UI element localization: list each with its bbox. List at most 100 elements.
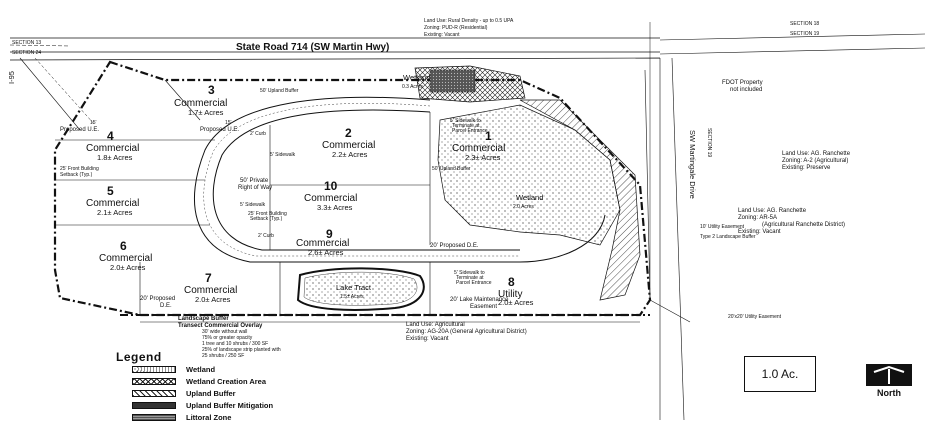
lot-1: 1 Commercial 2.3± Acres (452, 129, 505, 162)
section-19-label: SECTION 19 (790, 31, 819, 37)
sidewalk-d2: Terminate at (456, 275, 484, 281)
svg-text:Landscape Buffer: Landscape Buffer (178, 316, 229, 322)
svg-text:30' wide without wall: 30' wide without wall (202, 329, 247, 335)
type2-buffer: Type 2 Landscape Buffer (700, 234, 756, 240)
setback-inner: 25' Front Building (248, 211, 287, 217)
wetland-top-name: Wetland (403, 73, 430, 82)
wetland-creation-swatch (132, 377, 176, 385)
svg-text:Zoning: PUD-R (Residentia: Zoning: PUD-R (Residential) (424, 25, 488, 31)
lot-1-acres: 2.3± Acres (465, 153, 501, 162)
section-24-label: SECTION 24 (12, 50, 41, 56)
lot-1-number: 1 (485, 129, 492, 143)
north-arrow: North (866, 364, 916, 398)
wetland-main-area (437, 104, 621, 246)
upland-buffer-note-mid: 50' Upland Buffer (432, 166, 471, 172)
lake-name: Lake Tract (336, 283, 372, 292)
upland-buffer-band (519, 99, 641, 301)
section-13-label: SECTION 13 (12, 40, 41, 46)
sidewalk-d: 5' Sidewalk to (454, 270, 485, 276)
north-arrow-icon (866, 364, 912, 386)
svg-text:75% or greater opacity: 75% or greater opacity (202, 335, 253, 341)
lot-1-use: Commercial (452, 143, 505, 154)
lot-3-use: Commercial (174, 98, 227, 109)
lot-5: 5 Commercial 2.1± Acres (86, 184, 139, 217)
lot-8: 8 Utility 2.0± Acres (498, 275, 534, 307)
lot-4-number: 4 (107, 129, 114, 143)
lake-maint-note: 20' Lake Maintenance (450, 297, 509, 303)
land-use-right-2: Land Use: AG. Ranchette Zoning: AR-5A (A… (738, 208, 845, 235)
lot-7-number: 7 (205, 271, 212, 285)
lot-9: 9 Commercial 2.6± Acres (296, 227, 349, 257)
lot-8-acres: 2.0± Acres (498, 298, 534, 307)
lot-3-number: 3 (208, 83, 215, 97)
wetland-main-name: Wetland (516, 193, 543, 202)
lot-7-acres: 2.0± Acres (195, 295, 231, 304)
ring-road-outer (194, 96, 606, 263)
legend-title: Legend (116, 350, 162, 364)
setback-inner-2: Setback (Typ.) (250, 216, 283, 222)
svg-text:Land Use: Rural Density - up: Land Use: Rural Density - up to 0.5 UPA (424, 18, 514, 24)
lot-10: 10 Commercial 3.3± Acres (304, 179, 357, 212)
land-use-bottom: Land Use: Agricultural Zoning: AG-20A (G… (406, 322, 527, 342)
lot-10-acres: 3.3± Acres (317, 203, 353, 212)
ue-top-width: 15' (225, 120, 232, 126)
svg-text:Zoning: AR-5A: Zoning: AR-5A (738, 215, 777, 221)
lot-2-use: Commercial (322, 140, 375, 151)
wetland-swatch (132, 365, 176, 373)
legend-item-wetland-creation: Wetland Creation Area (132, 376, 266, 386)
drive-label: SW Martingale Drive (688, 130, 697, 199)
wetland-main-acres: 2.0 Acres (513, 204, 534, 210)
utility-easement-10: 10' Utility Easement (700, 224, 745, 230)
setback-left: 25' Front Building (60, 166, 99, 172)
lot-8-use: Utility (498, 289, 522, 300)
landscape-buffer-note: Landscape Buffer Transect Commercial Ove… (178, 316, 281, 359)
lot-9-number: 9 (326, 227, 333, 241)
lot-4-use: Commercial (86, 143, 139, 154)
lot-5-use: Commercial (86, 198, 139, 209)
svg-text:25% of landscape strip planted: 25% of landscape strip planted with (202, 347, 281, 353)
lot-2-number: 2 (345, 126, 352, 140)
svg-text:Land Use: AG. Ranchette: Land Use: AG. Ranchette (782, 151, 851, 157)
upland-buffer-note-top: 50' Upland Buffer (260, 88, 299, 94)
lot-7-use: Commercial (184, 285, 237, 296)
lot-8-number: 8 (508, 275, 515, 289)
legend: Legend Wetland Wetland Creation Area Upl… (116, 350, 346, 428)
wetland-top-acres: 0.3 Acres (402, 84, 423, 90)
svg-text:Existing: Preserve: Existing: Preserve (782, 165, 831, 171)
legend-item-upland-mitigation: Upland Buffer Mitigation (132, 400, 273, 410)
interstate-label: I-95 (7, 71, 16, 84)
svg-text:FDOT Property: FDOT Property (722, 80, 763, 86)
section-18-label: SECTION 18 (790, 21, 819, 27)
littoral-top (429, 69, 476, 93)
de-note-left-2: D.E. (160, 303, 172, 309)
upland-buffer-swatch (132, 389, 176, 397)
row-label-2: Right of Way (238, 185, 272, 191)
lake-acres: 1.5± Acres (340, 294, 364, 300)
svg-text:Existing: Vacant: Existing: Vacant (738, 229, 781, 235)
svg-text:not included: not included (730, 87, 762, 93)
svg-text:Zoning: AG-20A (General A: Zoning: AG-20A (General Agricultural Dis… (406, 329, 527, 335)
scale-box: 1.0 Ac. (744, 356, 816, 392)
road-name: State Road 714 (SW Martin Hwy) (236, 42, 389, 53)
legend-item-littoral: Littoral Zone (132, 412, 231, 422)
fdot-note: FDOT Property not included (722, 80, 763, 93)
sidewalk-a: 5' Sidewalk (270, 152, 296, 158)
lot-4: 4 Commercial 1.8± Acres (86, 129, 139, 162)
curb-b: 2' Curb (258, 233, 274, 239)
ue-left-width: 15' (90, 120, 97, 126)
lot-lines (55, 79, 431, 315)
land-use-top: Land Use: Rural Density - up to 0.5 UPA … (424, 18, 514, 38)
setback-left-2: Setback (Typ.) (60, 172, 93, 178)
sidewalk-b: 5' Sidewalk (240, 202, 266, 208)
lot-6-acres: 2.0± Acres (110, 263, 146, 272)
curb-a: 2' Curb (250, 131, 266, 137)
lake-tract (296, 267, 425, 311)
lot-2: 2 Commercial 2.2± Acres (322, 126, 375, 159)
row-label: 50' Private (240, 178, 269, 184)
svg-text:Zoning: A-2 (Agricultural: Zoning: A-2 (Agricultural) (782, 158, 848, 164)
svg-text:Existing: Vacant: Existing: Vacant (424, 32, 460, 38)
ue-top-label: Proposed U.E. (200, 127, 239, 133)
state-road: State Road 714 (SW Martin Hwy) SECTION 1… (9, 21, 926, 300)
lot-6-use: Commercial (99, 253, 152, 264)
